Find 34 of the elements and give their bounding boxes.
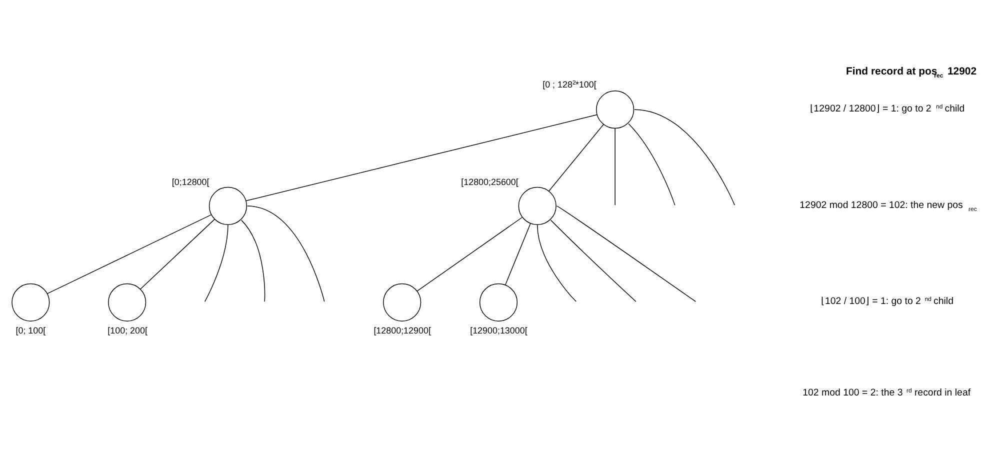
node-label: [100; 200[ [108, 324, 148, 335]
label: 12902 mod 12800 = 102: the new pos$_{rec}$ [800, 199, 977, 212]
connector [47, 214, 212, 294]
diagram-title: Find record at pos$_{rec}$ 12902 [846, 66, 977, 80]
connector [628, 122, 676, 206]
node-circle [518, 186, 556, 225]
node-circle [383, 282, 422, 321]
connector [246, 114, 598, 201]
connector [556, 205, 696, 302]
node-circle [208, 186, 248, 225]
node-circle [12, 282, 50, 321]
node-label: [12800;12900[ [374, 324, 431, 335]
connector [247, 205, 325, 302]
connector [614, 127, 616, 205]
connector [241, 219, 266, 302]
connector [550, 219, 636, 302]
node-circle [108, 282, 146, 321]
connector [140, 218, 215, 289]
label: 102 mod 100 = 2: the 3$^{rd}$ record in leaf [802, 386, 971, 398]
node-label: [0; 100[ [16, 324, 46, 335]
node-label: [12800;25600[ [461, 176, 518, 186]
label: ⌊102 / 100⌋ = 1: go to 2$^{nd}$ child [820, 296, 954, 307]
node-circle [479, 282, 518, 321]
connector [548, 123, 604, 192]
label: ⌊12902 / 12800⌋ = 1: go to 2$^{nd}$ child [810, 102, 965, 114]
connector [634, 108, 735, 206]
node-label: [0;12800[ [172, 176, 210, 186]
connector [536, 224, 576, 302]
connector [505, 222, 531, 285]
connector [416, 216, 523, 291]
node-label: [0 ; 128$^{2}$*100[ [542, 79, 596, 90]
connector [204, 224, 228, 302]
node-label: [12900;13000[ [470, 324, 528, 335]
node-circle [596, 90, 634, 128]
